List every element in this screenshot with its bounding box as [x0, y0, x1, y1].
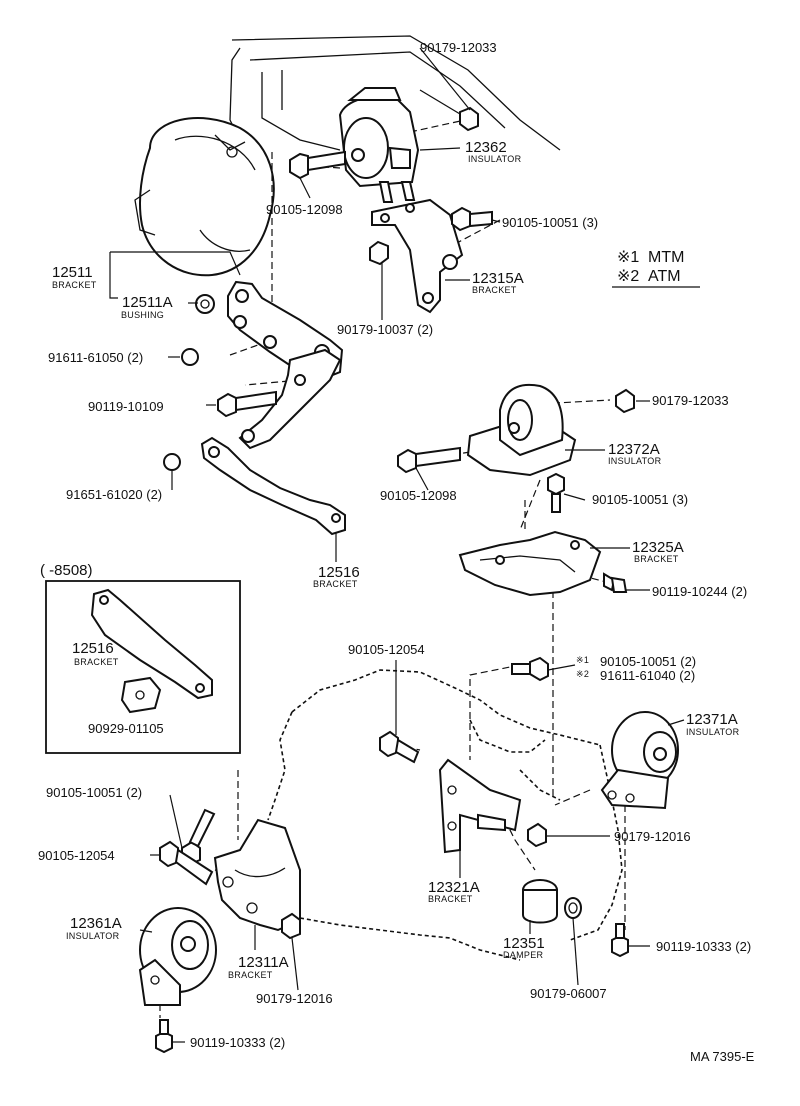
bracket-12325A-part: [458, 530, 602, 597]
label-90105-10051-2-right: 90105-10051 (2): [600, 654, 696, 669]
label-12321A: 12321A: [428, 879, 480, 896]
label-12516: 12516: [318, 564, 360, 581]
label-90119-10333-right: 90119-10333 (2): [656, 939, 751, 954]
label-12372A: 12372A: [608, 441, 660, 458]
label-mark-2-right: ※2: [576, 669, 589, 679]
bracket-12516-lower-part: [200, 436, 346, 536]
label-12371A-sub: INSULATOR: [686, 727, 740, 737]
label-12372A-sub: INSULATOR: [608, 456, 662, 466]
label-90105-12054-left: 90105-12054: [38, 848, 115, 863]
label-12362: 12362: [465, 139, 507, 156]
label-mark-1-right: ※1: [576, 655, 589, 665]
legend-mark-1: ※1: [617, 249, 639, 266]
legend-text-atm: ATM: [648, 268, 681, 285]
label-12511: 12511: [52, 264, 93, 281]
nut-91651-61020: [163, 453, 181, 471]
label-12511A-sub: BUSHING: [121, 310, 164, 320]
bolt-90105-12054-left: [159, 840, 214, 886]
legend: ※1 MTM ※2 ATM: [612, 249, 700, 288]
damper-12351-part: [522, 879, 582, 924]
label-90105-12098-top: 90105-12098: [266, 202, 343, 217]
insulator-12371A-part: [600, 711, 679, 810]
insulator-12372A-part: [466, 383, 577, 477]
label-91611-61050: 91611-61050 (2): [48, 350, 143, 365]
label-12325A-sub: BRACKET: [634, 554, 679, 564]
bolt-90105-10051-middle: [547, 472, 565, 513]
bracket-12516-upper-part: [238, 348, 342, 450]
label-12315A: 12315A: [472, 270, 524, 287]
insulator-12361A-part: [138, 907, 217, 1006]
nut-90179-10037: [369, 240, 389, 266]
label-12371A: 12371A: [686, 711, 738, 728]
inset-header: ( -8508): [40, 562, 93, 579]
label-91611-61040: 91611-61040 (2): [600, 668, 695, 683]
label-12361A-sub: INSULATOR: [66, 931, 120, 941]
label-12511-sub: BRACKET: [52, 280, 97, 290]
bolt-90119-10109: [217, 390, 277, 418]
label-90105-10051-3-top: 90105-10051 (3): [502, 215, 598, 230]
label-12351: 12351: [503, 935, 545, 952]
bracket-12311A-part: [213, 818, 301, 932]
label-12321A-sub: BRACKET: [428, 894, 473, 904]
bolt-90105-12098-lower: [397, 446, 461, 474]
label-90119-10244: 90119-10244 (2): [652, 584, 747, 599]
label-12315A-sub: BRACKET: [472, 285, 517, 295]
label-90105-12054-top: 90105-12054: [348, 642, 425, 657]
bracket-12321A-part: [438, 758, 522, 854]
nut-90179-12033-upper: [459, 106, 479, 132]
label-90179-12016-left: 90179-12016: [256, 991, 333, 1006]
inset-bracket-part-number: 12516: [72, 640, 114, 657]
callout-labels: 90179-12033 12362 INSULATOR 90105-12098 …: [38, 40, 751, 1050]
inset-frame: [45, 580, 241, 754]
nut-90179-12016-left: [281, 912, 301, 940]
inset-bracket-sub: BRACKET: [74, 657, 119, 667]
alternator: [134, 117, 275, 277]
label-12511A: 12511A: [122, 294, 173, 311]
transaxle-outline: [267, 669, 623, 961]
label-12516-sub: BRACKET: [313, 579, 358, 589]
label-90179-12033-mid: 90179-12033: [652, 393, 729, 408]
label-90119-10333-left: 90119-10333 (2): [190, 1035, 285, 1050]
nut-91611-61050: [181, 348, 199, 366]
bolt-90119-10333-right: [611, 923, 629, 958]
label-12311A: 12311A: [238, 954, 289, 971]
bolt-90105-12054-middle: [379, 730, 420, 764]
inset-clip-part-number: 90929-01105: [88, 721, 164, 736]
label-90179-12033-top: 90179-12033: [420, 40, 497, 55]
engine-block-outline: [229, 35, 561, 151]
bolt-90105-12098-upper: [289, 150, 346, 180]
label-12325A: 12325A: [632, 539, 684, 556]
label-90179-10037: 90179-10037 (2): [337, 322, 433, 337]
bolt-90105-10051-upper: [451, 206, 493, 232]
label-90105-10051-2-left: 90105-10051 (2): [46, 785, 142, 800]
bracket-12315A-part: [371, 198, 464, 314]
nut-90179-12033-lower: [615, 388, 635, 414]
bolt-90119-10244: [603, 572, 628, 593]
bushing-12511A-part: [195, 294, 215, 314]
legend-mark-2: ※2: [617, 268, 639, 285]
label-90105-10051-3-mid: 90105-10051 (3): [592, 492, 688, 507]
label-12351-sub: DAMPER: [503, 950, 544, 960]
label-90179-12016-right: 90179-12016: [614, 829, 691, 844]
label-12311A-sub: BRACKET: [228, 970, 273, 980]
legend-text-mtm: MTM: [648, 249, 684, 266]
leader-lines: [109, 47, 685, 1043]
insulator-12362-part: [338, 87, 420, 203]
label-90119-10109: 90119-10109: [88, 399, 164, 414]
bolt-90119-10333-left: [155, 1019, 173, 1054]
label-90105-12098-mid: 90105-12098: [380, 488, 457, 503]
diagram-code: MA 7395-E: [690, 1049, 755, 1064]
label-90179-06007: 90179-06007: [530, 986, 607, 1001]
label-12362-sub: INSULATOR: [468, 154, 522, 164]
bolt-90105-10051-right: [511, 656, 549, 682]
label-91651-61020: 91651-61020 (2): [66, 487, 162, 502]
nut-90179-12016-right: [527, 822, 547, 848]
label-12361A: 12361A: [70, 915, 122, 932]
